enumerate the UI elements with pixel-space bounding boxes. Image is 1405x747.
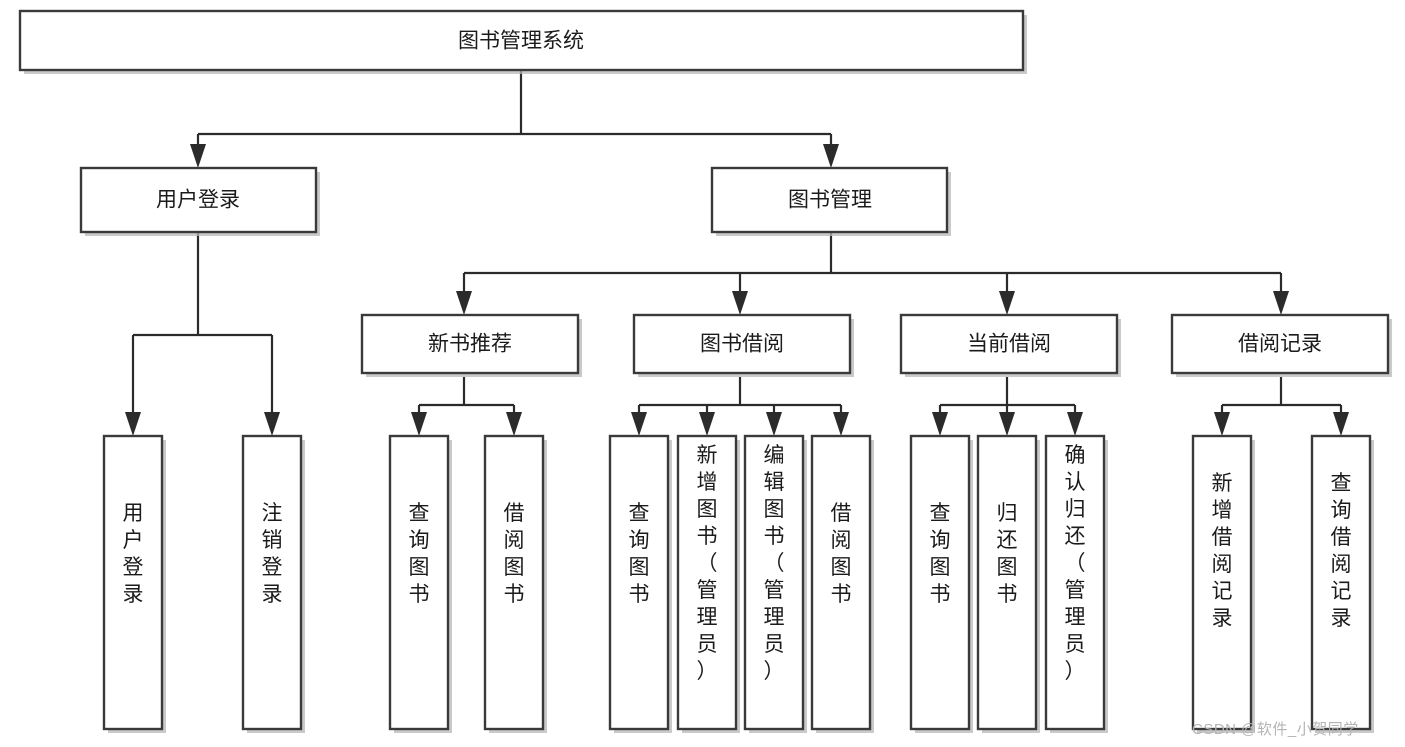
node-book-borrow-label: 图书借阅 bbox=[700, 333, 784, 356]
node-leaf-query-book-1-label: 查询图书 bbox=[409, 502, 430, 606]
node-leaf-query-book-1[interactable]: 查询图书 bbox=[388, 434, 452, 733]
node-root[interactable]: 图书管理系统 bbox=[18, 9, 1027, 74]
node-borrow-record-label: 借阅记录 bbox=[1238, 333, 1322, 356]
arrow-head-book-borrow bbox=[732, 291, 748, 315]
node-leaf-borrow-book-2-box[interactable] bbox=[810, 434, 872, 731]
arrow-head-leaf-edit-book bbox=[766, 412, 782, 436]
node-book-borrow-box[interactable] bbox=[632, 313, 852, 375]
node-leaf-edit-book-label: 编辑图书（管理员） bbox=[764, 444, 785, 683]
node-leaf-return-book-box[interactable] bbox=[976, 434, 1038, 731]
node-borrow-record-box[interactable] bbox=[1170, 313, 1390, 375]
node-leaf-return-book[interactable]: 归还图书 bbox=[976, 434, 1040, 733]
node-current-borrow[interactable]: 当前借阅 bbox=[899, 313, 1121, 377]
arrow-head-leaf-borrow-book-2 bbox=[833, 412, 849, 436]
arrow-head-leaf-query-book-3 bbox=[932, 412, 948, 436]
node-leaf-edit-book[interactable]: 编辑图书（管理员） bbox=[743, 434, 807, 733]
node-leaf-add-book[interactable]: 新增图书（管理员） bbox=[676, 434, 740, 733]
arrow-head-leaf-user-login bbox=[125, 412, 141, 436]
node-leaf-user-logout-label: 注销登录 bbox=[262, 502, 283, 606]
arrow-head-book-management bbox=[823, 144, 839, 168]
node-user-login[interactable]: 用户登录 bbox=[79, 166, 320, 236]
arrow-head-new-book-recommend bbox=[456, 291, 472, 315]
node-leaf-query-book-2-label: 查询图书 bbox=[629, 502, 650, 606]
arrow-head-leaf-add-book bbox=[699, 412, 715, 436]
node-leaf-query-record[interactable]: 查询借阅记录 bbox=[1310, 434, 1374, 733]
arrow-head-borrow-record bbox=[1273, 291, 1289, 315]
arrow-head-leaf-query-record bbox=[1333, 412, 1349, 436]
node-leaf-query-book-3-box[interactable] bbox=[909, 434, 971, 731]
node-leaf-query-record-box[interactable] bbox=[1310, 434, 1372, 731]
node-leaf-confirm-return-box[interactable] bbox=[1044, 434, 1106, 731]
node-leaf-borrow-book-2[interactable]: 借阅图书 bbox=[810, 434, 874, 733]
node-book-borrow[interactable]: 图书借阅 bbox=[632, 313, 854, 377]
node-new-book-recommend-box[interactable] bbox=[360, 313, 580, 375]
node-leaf-add-book-label: 新增图书（管理员） bbox=[697, 444, 718, 683]
arrow-head-leaf-query-book-1 bbox=[411, 412, 427, 436]
arrow-head-leaf-query-book-2 bbox=[631, 412, 647, 436]
arrow-head-leaf-return-book bbox=[999, 412, 1015, 436]
node-leaf-confirm-return[interactable]: 确认归还（管理员） bbox=[1044, 434, 1108, 733]
node-leaf-query-record-label: 查询借阅记录 bbox=[1331, 472, 1352, 630]
node-leaf-borrow-book-1[interactable]: 借阅图书 bbox=[483, 434, 547, 733]
node-leaf-query-book-2[interactable]: 查询图书 bbox=[608, 434, 672, 733]
node-leaf-edit-book-box[interactable] bbox=[743, 434, 805, 731]
arrow-head-user-login bbox=[190, 144, 206, 168]
node-leaf-user-login-box[interactable] bbox=[102, 434, 164, 731]
node-root-box[interactable] bbox=[18, 9, 1025, 72]
arrow-head-leaf-borrow-book-1 bbox=[506, 412, 522, 436]
node-leaf-borrow-book-1-label: 借阅图书 bbox=[504, 502, 525, 606]
node-leaf-user-login-label: 用户登录 bbox=[123, 502, 144, 606]
node-leaf-user-logout[interactable]: 注销登录 bbox=[241, 434, 305, 733]
node-new-book-recommend[interactable]: 新书推荐 bbox=[360, 313, 582, 377]
node-user-login-box[interactable] bbox=[79, 166, 318, 234]
node-leaf-add-record[interactable]: 新增借阅记录 bbox=[1191, 434, 1255, 733]
node-leaf-query-book-3[interactable]: 查询图书 bbox=[909, 434, 973, 733]
node-leaf-confirm-return-label: 确认归还（管理员） bbox=[1065, 444, 1086, 683]
node-borrow-record[interactable]: 借阅记录 bbox=[1170, 313, 1392, 377]
node-user-login-label: 用户登录 bbox=[156, 189, 240, 212]
node-new-book-recommend-label: 新书推荐 bbox=[428, 333, 512, 356]
node-root-label: 图书管理系统 bbox=[458, 30, 584, 53]
node-book-management-box[interactable] bbox=[710, 166, 949, 234]
arrow-head-leaf-user-logout bbox=[264, 412, 280, 436]
node-leaf-add-record-label: 新增借阅记录 bbox=[1212, 472, 1233, 630]
node-leaf-user-logout-box[interactable] bbox=[241, 434, 303, 731]
node-book-management[interactable]: 图书管理 bbox=[710, 166, 951, 236]
node-current-borrow-box[interactable] bbox=[899, 313, 1119, 375]
node-leaf-query-book-3-label: 查询图书 bbox=[930, 502, 951, 606]
node-current-borrow-label: 当前借阅 bbox=[967, 333, 1051, 356]
node-leaf-return-book-label: 归还图书 bbox=[997, 502, 1018, 606]
node-leaf-add-book-box[interactable] bbox=[676, 434, 738, 731]
node-leaf-borrow-book-2-label: 借阅图书 bbox=[831, 502, 852, 606]
connector-layer bbox=[125, 70, 1349, 436]
arrow-head-leaf-add-record bbox=[1214, 412, 1230, 436]
node-leaf-query-book-2-box[interactable] bbox=[608, 434, 670, 731]
node-leaf-add-record-box[interactable] bbox=[1191, 434, 1253, 731]
csdn-watermark: CSDN @软件_小贺同学 bbox=[1192, 721, 1359, 738]
arrow-head-current-borrow bbox=[999, 291, 1015, 315]
node-leaf-query-book-1-box[interactable] bbox=[388, 434, 450, 731]
node-leaf-user-login[interactable]: 用户登录 bbox=[102, 434, 166, 733]
arrow-head-leaf-confirm-return bbox=[1067, 412, 1083, 436]
node-leaf-borrow-book-1-box[interactable] bbox=[483, 434, 545, 731]
node-book-management-label: 图书管理 bbox=[788, 189, 872, 212]
